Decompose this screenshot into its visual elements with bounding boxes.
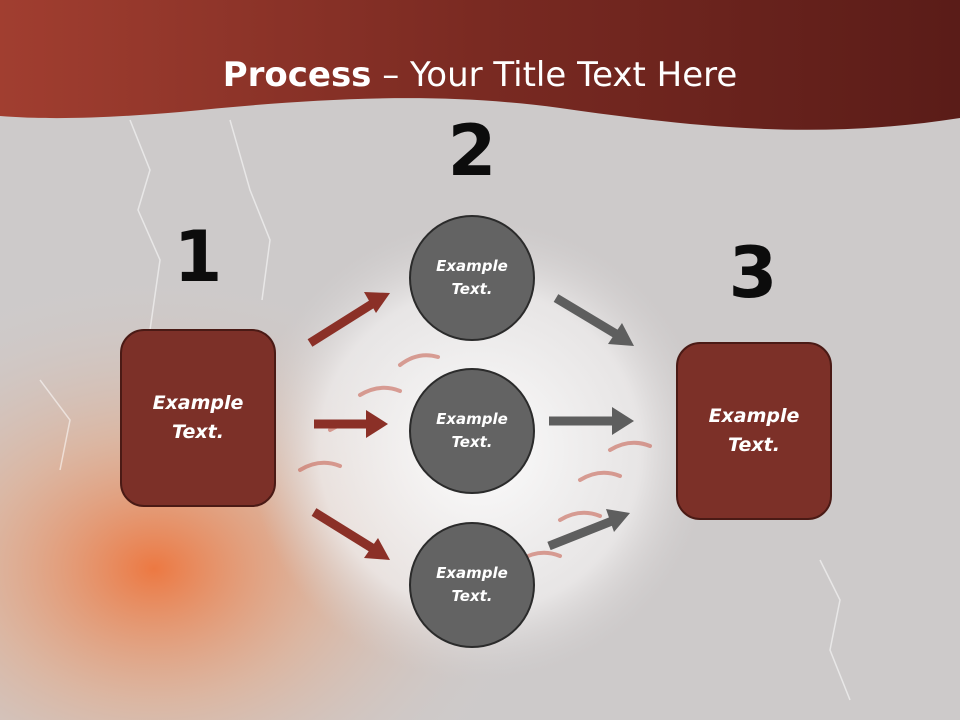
circle-top-text: Example Text. [436, 257, 508, 298]
arrow-left-up [307, 292, 390, 347]
left-box-text: Example Text. [152, 392, 244, 443]
circle-bottom: Example Text. [409, 522, 535, 648]
step-number-3: 3 [728, 232, 778, 314]
arrow-left-middle [314, 410, 388, 438]
right-text-box: Example Text. [676, 342, 832, 520]
arrow-right-up [547, 509, 630, 551]
step-number-2: 2 [447, 110, 497, 192]
step-number-1: 1 [173, 216, 223, 298]
page-title: Process – Your Title Text Here [0, 52, 960, 98]
left-text-box: Example Text. [120, 329, 276, 507]
title-rest: – Your Title Text Here [371, 55, 738, 95]
title-bold: Process [222, 55, 372, 95]
arrow-left-down [311, 508, 390, 560]
circle-middle: Example Text. [409, 368, 535, 494]
right-box-text: Example Text. [708, 405, 800, 456]
circle-top: Example Text. [409, 215, 535, 341]
circle-bottom-text: Example Text. [436, 564, 508, 605]
arrow-right-down [553, 294, 634, 346]
arrow-right-middle [549, 407, 634, 435]
circle-middle-text: Example Text. [436, 410, 508, 451]
